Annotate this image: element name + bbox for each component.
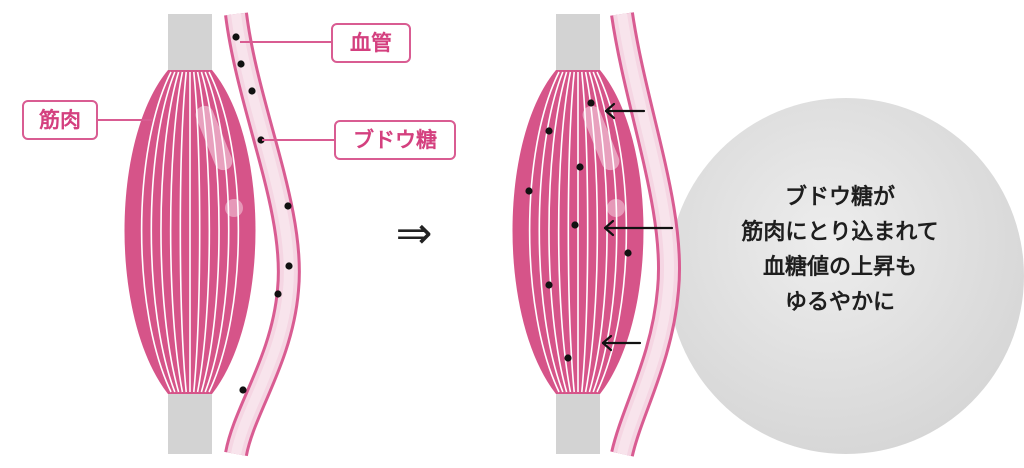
muscle-fiber [581,71,589,393]
uptake-arrows [601,102,674,352]
muscle-highlight-dot-left [225,199,243,217]
muscle-fiber [196,71,211,393]
glucose-dot [525,187,533,195]
muscle-highlight-dot-right [607,199,625,217]
glucose-dot [257,136,265,144]
muscle-fiber [193,71,201,393]
glucose-dot [545,127,553,135]
after-panel [512,12,1024,457]
muscle-fiber [538,71,564,393]
caption-line: 血糖値の上昇も [762,255,917,280]
glucose-dots-right [525,99,632,362]
glucose-dot [571,221,579,229]
glucose-dot [248,87,256,95]
muscle-fiber [548,71,568,393]
uptake-arrow [603,219,674,237]
glucose-dot [564,354,572,362]
muscle-fiber [567,71,575,393]
glucose-dot [239,386,247,394]
muscle-fiber [208,71,240,393]
glucose-dot [576,163,584,171]
muscle-fiber [204,71,230,393]
caption-line: ブドウ糖が [784,185,895,210]
before-panel [98,12,334,457]
caption-circle [668,98,1024,454]
glucose-dot [237,60,245,68]
caption-line: ゆるやかに [784,290,895,315]
glucose-dots-left [232,33,293,394]
muscle-fiber [160,71,180,393]
vessel-right-center [617,13,674,456]
muscle-fiber [592,71,618,393]
glucose-dot [545,281,553,289]
glucose-dot [587,99,595,107]
muscle-highlight-right [582,105,620,171]
tendon-top-right [556,14,600,70]
glucose-dot [624,249,632,257]
transition-arrow-icon: ⇒ [395,208,433,259]
vessel-left-center [231,13,294,455]
label-blood-vessel: 血管 [331,23,411,63]
muscle-fiber [140,71,172,393]
label-glucose: ブドウ糖 [334,120,456,160]
glucose-dot [274,290,282,298]
caption-line: 筋肉にとり込まれて [741,220,939,245]
muscle-fiber [169,71,184,393]
uptake-arrow [601,334,642,352]
caption-text: ブドウ糖が 筋肉にとり込まれて 血糖値の上昇も ゆるやかに [690,180,990,320]
muscle-highlight-left [195,105,233,171]
glucose-dot [232,33,240,41]
uptake-arrow [604,102,646,120]
muscle-fiber [150,71,176,393]
muscle-fibers-left [140,71,240,393]
muscle-fiber [200,71,220,393]
glucose-dot [284,202,292,210]
muscle-fiber [528,71,560,393]
glucose-dot [285,262,293,270]
label-muscle: 筋肉 [22,100,98,140]
tendon-bottom-right [556,394,600,454]
tendon-top-left [168,14,212,70]
tendon-bottom-left [168,394,212,454]
muscle-fiber [179,71,187,393]
